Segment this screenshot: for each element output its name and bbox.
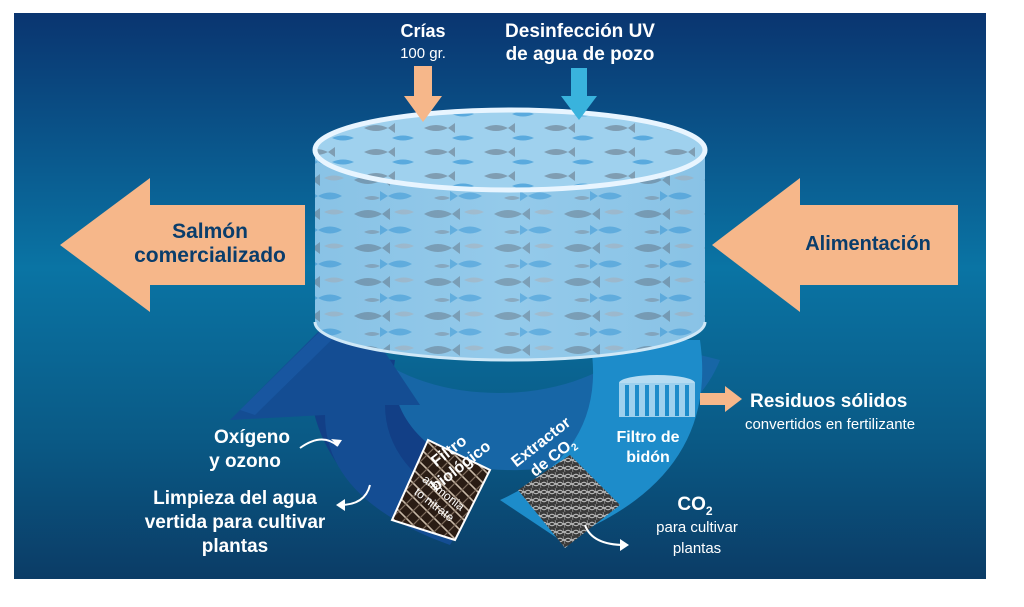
co2-extractor-media <box>518 455 620 548</box>
salmon-output-arrow <box>60 178 305 312</box>
drum-filter-line2: bidón <box>626 449 670 466</box>
co2-line2: para cultivar <box>656 519 738 536</box>
biofilter-box <box>390 438 492 542</box>
uv-title-line1: Desinfección UV <box>505 21 655 42</box>
residuos-title: Residuos sólidos <box>750 391 907 412</box>
limpieza-line2: vertida para cultivar <box>145 512 326 533</box>
co2-curve-arrow <box>584 524 626 546</box>
co2-line3: plantas <box>673 540 721 557</box>
co2-title: CO2 <box>677 494 713 518</box>
fry-arrow-shape <box>404 66 442 122</box>
oxygen-curve-arrow <box>299 438 339 449</box>
co2-extractor-box <box>518 455 620 548</box>
uv-arrow-shape <box>561 68 597 120</box>
salmon-label-line2: comercializado <box>134 244 286 267</box>
left-arrow-shape <box>60 178 305 312</box>
fish-tank <box>312 107 708 362</box>
feed-label: Alimentación <box>805 233 931 255</box>
feed-input-arrow <box>712 178 958 312</box>
right-arrow-shape <box>712 178 958 312</box>
fry-input-arrow <box>404 66 442 122</box>
residuos-sub: convertidos en fertilizante <box>745 416 915 433</box>
limpieza-line3: plantas <box>202 536 269 557</box>
tank-top <box>312 107 708 193</box>
crias-title: Crías <box>400 21 445 41</box>
drum-filter <box>619 375 695 417</box>
tank-rim-bottom <box>313 321 707 362</box>
biofilter-media <box>390 438 492 542</box>
oxigeno-line2: y ozono <box>209 451 281 472</box>
oxigeno-line1: Oxígeno <box>214 427 290 448</box>
limpieza-line1: Limpieza del agua <box>153 488 317 509</box>
salmon-label-line1: Salmón <box>172 220 248 243</box>
crias-weight: 100 gr. <box>400 45 446 62</box>
drum-filter-line1: Filtro de <box>616 429 679 446</box>
residuos-arrow <box>700 386 742 412</box>
uv-water-input-arrow <box>561 68 597 120</box>
uv-title-line2: de agua de pozo <box>506 44 655 65</box>
